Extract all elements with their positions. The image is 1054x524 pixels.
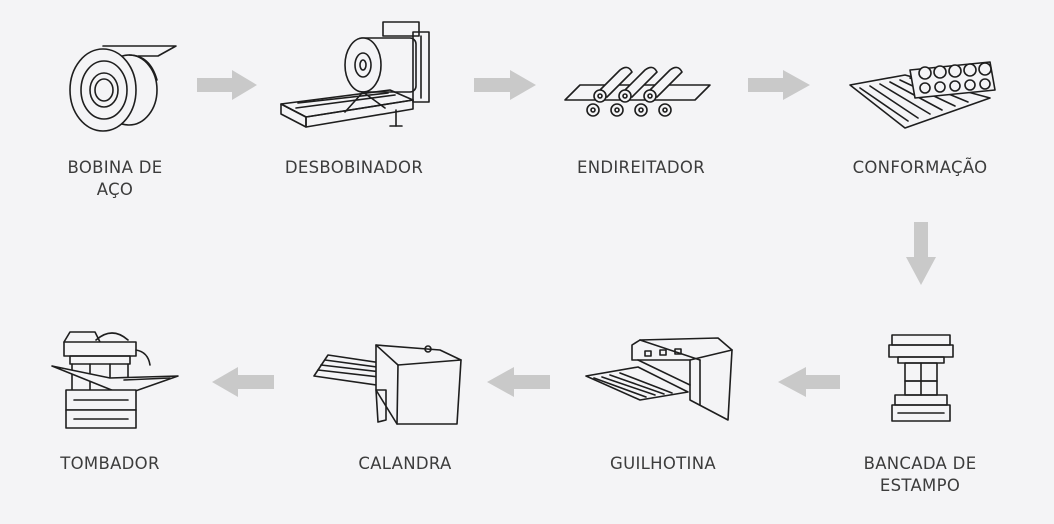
arrow-right-3: [748, 70, 810, 100]
arrow-right-2: [474, 70, 536, 100]
label-calandra: CALANDRA: [358, 454, 452, 473]
label-guilhotina: GUILHOTINA: [610, 454, 716, 473]
roll-forming-icon: [849, 61, 996, 129]
arrow-left-3: [212, 367, 274, 397]
folding-machine-icon: [51, 331, 179, 429]
guillotine-icon: [585, 337, 733, 421]
arrow-right-1: [197, 70, 257, 100]
label-endireitador: ENDIREITADOR: [577, 158, 705, 177]
stamping-press-icon: [888, 334, 954, 422]
label-bancada-de-estampo: BANCADA DE ESTAMPO: [863, 454, 977, 495]
decoiler-icon: [280, 21, 430, 128]
calender-roller-icon: [313, 344, 462, 425]
straightener-icon: [564, 66, 711, 117]
steel-coil-icon: [69, 45, 177, 132]
label-conformacao: CONFORMAÇÃO: [852, 158, 988, 177]
label-bobina-de-aco: BOBINA DE AÇO: [67, 158, 163, 199]
label-desbobinador: DESBOBINADOR: [284, 158, 424, 177]
label-tombador: TOMBADOR: [60, 454, 160, 473]
arrow-left-1: [778, 367, 840, 397]
arrow-down-1: [906, 222, 936, 285]
arrow-left-2: [487, 367, 550, 397]
